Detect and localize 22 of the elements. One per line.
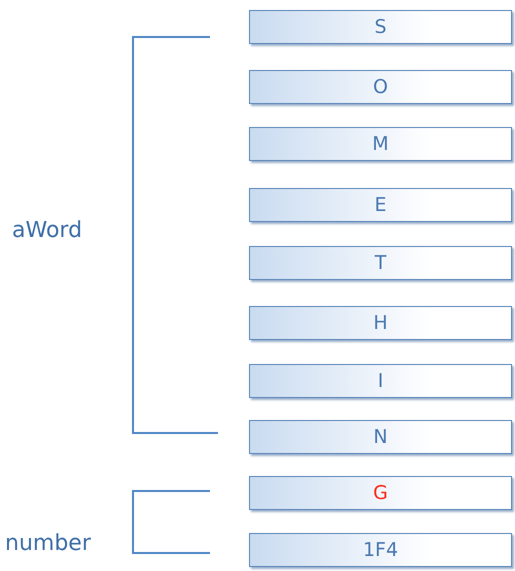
- memory-cell: [249, 188, 512, 222]
- cell-value: O: [373, 76, 388, 98]
- memory-cell: [249, 246, 512, 280]
- cell-value: G: [373, 482, 388, 504]
- variable-label: number: [5, 531, 91, 556]
- cell-value: S: [374, 16, 387, 38]
- cell-value: T: [374, 252, 386, 274]
- memory-cell: [249, 306, 512, 340]
- memory-cell: [249, 476, 512, 510]
- cell-value: 1F4: [362, 539, 398, 561]
- memory-cell: [249, 420, 512, 454]
- cell-value: E: [374, 194, 386, 216]
- memory-cell: [249, 127, 512, 161]
- cell-value: I: [378, 370, 384, 392]
- cell-value: N: [373, 426, 388, 448]
- variable-label: aWord: [12, 218, 82, 243]
- memory-cell: [249, 10, 512, 44]
- cell-value: H: [373, 312, 388, 334]
- memory-cell: [249, 70, 512, 104]
- cell-value: M: [372, 133, 389, 155]
- memory-cell: [249, 533, 512, 567]
- memory-cell: [249, 364, 512, 398]
